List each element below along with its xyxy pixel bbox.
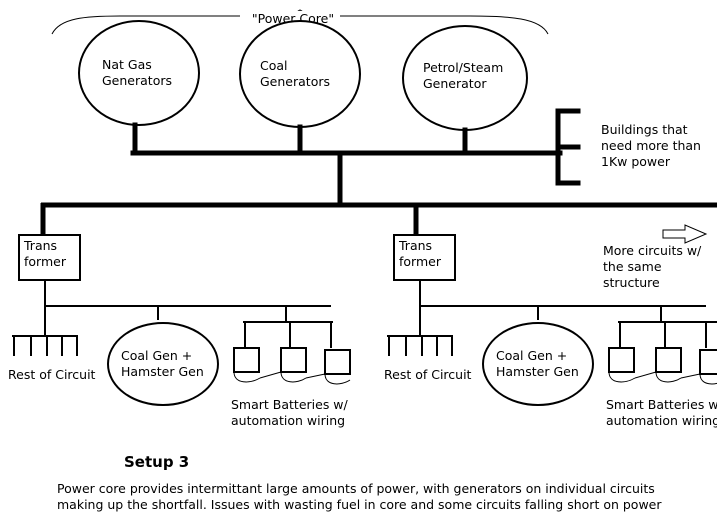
circuit-1: Trans former Rest of Circuit Coal Gen + … bbox=[8, 234, 351, 428]
generator-label: Generator bbox=[423, 76, 487, 91]
buildings-note-line: need more than bbox=[601, 138, 701, 153]
smart-battery bbox=[608, 347, 635, 373]
rest-of-circuit-label: Rest of Circuit bbox=[384, 367, 472, 382]
transformer-label: former bbox=[24, 254, 67, 269]
local-generator-label: Coal Gen + bbox=[121, 348, 192, 363]
transformer-box bbox=[18, 234, 81, 281]
buildings-fork bbox=[555, 108, 581, 186]
circuit-2: Trans former Rest of Circuit Coal Gen + … bbox=[384, 234, 717, 428]
batteries-label: Smart Batteries w/ bbox=[606, 397, 717, 412]
rest-of-circuit-label: Rest of Circuit bbox=[8, 367, 96, 382]
local-generator bbox=[107, 322, 219, 406]
buildings-note-line: Buildings that bbox=[601, 122, 688, 137]
transformer-box bbox=[393, 234, 456, 281]
local-generator-label: Hamster Gen bbox=[496, 364, 579, 379]
smart-battery bbox=[324, 349, 351, 375]
arrow-right-icon bbox=[662, 224, 708, 244]
generator-label: Coal bbox=[260, 58, 288, 73]
smart-battery bbox=[655, 347, 682, 373]
generator-label: Generators bbox=[102, 73, 172, 88]
more-circuits-note-line: More circuits w/ bbox=[603, 243, 702, 258]
core-bus bbox=[130, 122, 563, 208]
buildings-note-line: 1Kw power bbox=[601, 154, 671, 169]
local-generator bbox=[482, 322, 594, 406]
smart-battery bbox=[699, 349, 717, 375]
batteries-label: automation wiring bbox=[606, 413, 717, 428]
generator-label: Nat Gas bbox=[102, 57, 152, 72]
description: Power core provides intermittant large a… bbox=[57, 481, 712, 513]
generator-label: Petrol/Steam bbox=[423, 60, 503, 75]
setup-title: Setup 3 bbox=[124, 453, 190, 471]
transformer-label: former bbox=[399, 254, 442, 269]
description-line: Power core provides intermittant large a… bbox=[57, 481, 655, 496]
batteries-label: automation wiring bbox=[231, 413, 345, 428]
generator-label: Generators bbox=[260, 74, 330, 89]
smart-battery bbox=[233, 347, 260, 373]
local-generator-label: Coal Gen + bbox=[496, 348, 567, 363]
petrol-steam-generator: Petrol/Steam Generator bbox=[402, 25, 528, 131]
coal-generator: Coal Generators bbox=[239, 20, 361, 128]
transformer-label: Trans bbox=[23, 238, 57, 253]
local-generator-label: Hamster Gen bbox=[121, 364, 204, 379]
more-circuits-note-line: the same bbox=[603, 259, 662, 274]
description-line: making up the shortfall. Issues with was… bbox=[57, 497, 662, 512]
transformer-label: Trans bbox=[398, 238, 432, 253]
nat-gas-generator: Nat Gas Generators bbox=[78, 20, 200, 126]
distribution-bus bbox=[40, 202, 717, 236]
more-circuits-note-line: structure bbox=[603, 275, 660, 290]
smart-battery bbox=[280, 347, 307, 373]
batteries-label: Smart Batteries w/ bbox=[231, 397, 349, 412]
